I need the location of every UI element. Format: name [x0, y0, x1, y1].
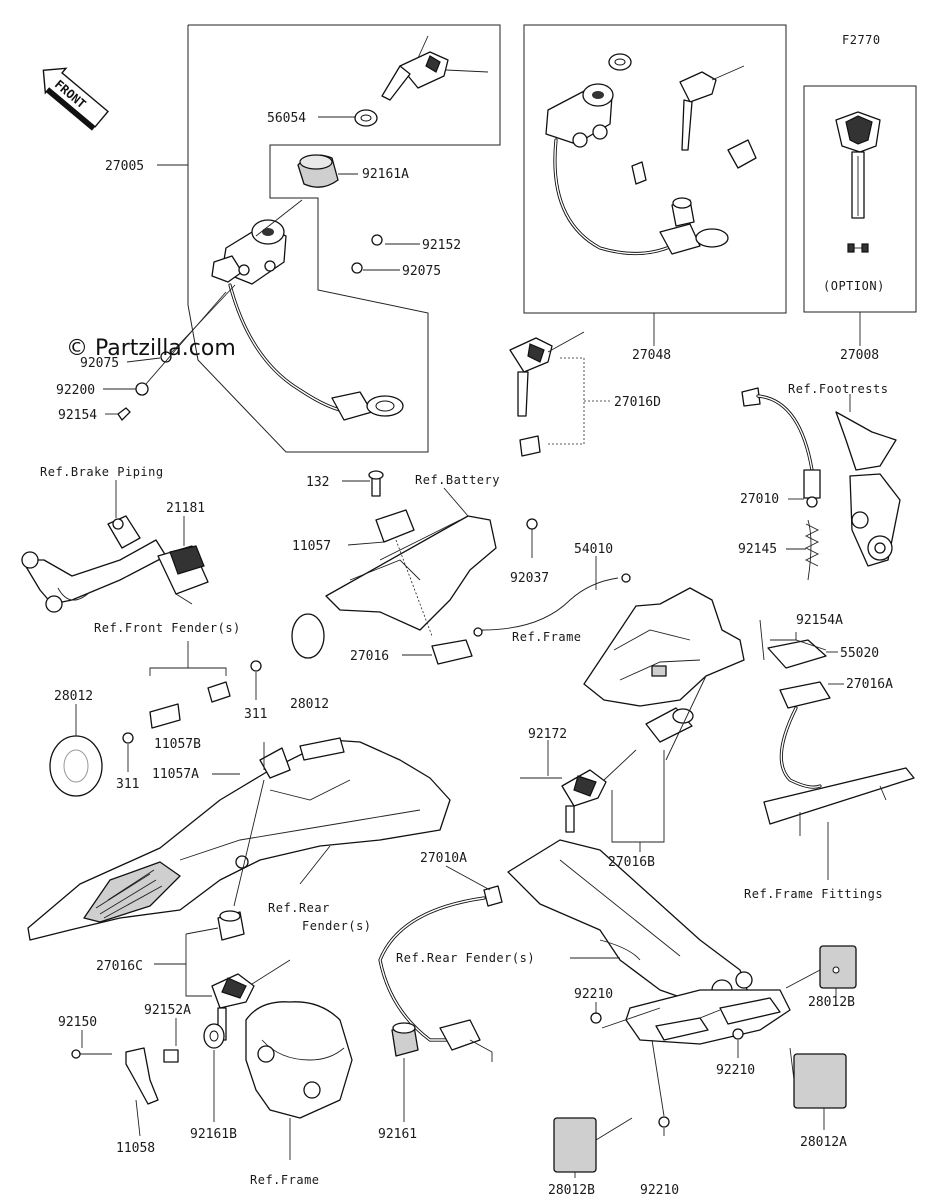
front-arrow-icon: FRONT: [42, 67, 109, 131]
ref-rear-fender-line1: Ref.Rear: [268, 901, 330, 915]
ignition-cylinder: [211, 219, 287, 285]
reflector-28012B-bottom: [553, 1117, 597, 1173]
ref-footrests: Ref.Footrests: [788, 382, 888, 396]
bracket-brake-piping: [21, 515, 167, 613]
label-28012A: 28012A: [800, 1135, 847, 1150]
nut-92152: [371, 234, 383, 246]
label-28012-left: 28012: [54, 689, 93, 704]
label-11058: 11058: [116, 1141, 155, 1156]
label-92075-lower: 92075: [80, 356, 119, 371]
label-92161B: 92161B: [190, 1127, 237, 1142]
label-92037: 92037: [510, 571, 549, 586]
label-54010: 54010: [574, 542, 613, 557]
ref-rear-fender-right: Ref.Rear Fender(s): [396, 951, 535, 965]
ref-frame-bottom: Ref.Frame: [250, 1173, 320, 1187]
ref-frame-middle: Ref.Frame: [512, 630, 582, 644]
label-92145: 92145: [738, 542, 777, 557]
label-92150: 92150: [58, 1015, 97, 1030]
label-56054: 56054: [267, 111, 306, 126]
sidestand-switch-27010: [741, 387, 901, 581]
label-92210-bottom: 92210: [640, 1183, 679, 1198]
diagram-code: F2770: [842, 33, 881, 47]
label-92172: 92172: [528, 727, 567, 742]
connector-icon: [331, 391, 404, 421]
ref-brake-piping: Ref.Brake Piping: [40, 465, 164, 479]
battery-bracket: [325, 470, 497, 637]
washer-92075: [351, 262, 363, 274]
label-21181: 21181: [166, 501, 205, 516]
ignition-switch-assembly-27048: [545, 53, 757, 256]
label-27016C: 27016C: [96, 959, 143, 974]
option-label: (OPTION): [823, 279, 885, 293]
label-92210-top: 92210: [574, 987, 613, 1002]
label-27010: 27010: [740, 492, 779, 507]
tail-bracket: [507, 839, 791, 1128]
label-92161: 92161: [378, 1127, 417, 1142]
label-92154A: 92154A: [796, 613, 843, 628]
label-28012B-top: 28012B: [808, 995, 855, 1010]
reflector-28012A: [793, 1053, 847, 1109]
label-55020: 55020: [840, 646, 879, 661]
label-27016A: 27016A: [846, 677, 893, 692]
bottom-hardware: [71, 1001, 419, 1119]
option-key-icon: [835, 111, 881, 253]
label-28012B-bottom: 28012B: [548, 1183, 595, 1198]
assembly-box-27005: [187, 24, 501, 453]
key-icon: [381, 35, 489, 101]
label-11057: 11057: [292, 539, 331, 554]
label-92161A: 92161A: [362, 167, 409, 182]
switch-27010A: [378, 885, 503, 1062]
label-11057B: 11057B: [154, 737, 201, 752]
cable-54010: [473, 556, 631, 637]
ecu-21181: [157, 545, 209, 605]
label-92200: 92200: [56, 383, 95, 398]
label-92152A: 92152A: [144, 1003, 191, 1018]
label-27016B: 27016B: [608, 855, 655, 870]
label-92210-right: 92210: [716, 1063, 755, 1078]
label-28012-right: 28012: [290, 697, 329, 712]
ref-frame-fittings: Ref.Frame Fittings: [744, 887, 883, 901]
lock-set-27016B: [520, 707, 694, 833]
frame-bracket: [583, 587, 745, 707]
label-132: 132: [306, 475, 329, 490]
label-27010A: 27010A: [420, 851, 467, 866]
label-92075-upper: 92075: [402, 264, 441, 279]
seat-lock-27016: [402, 639, 473, 665]
rear-frame: [27, 737, 451, 941]
assembly-box-27048: [523, 24, 787, 314]
label-27016D: 27016D: [614, 395, 661, 410]
ref-battery: Ref.Battery: [415, 473, 500, 487]
label-92154: 92154: [58, 408, 97, 423]
watermark: © Partzilla.com: [66, 336, 236, 361]
fender-plugs: [49, 613, 325, 797]
reflector-28012B-top: [819, 945, 857, 989]
label-27005: 27005: [105, 159, 144, 174]
key-set-27016D: [509, 331, 585, 457]
label-11057A: 11057A: [152, 767, 199, 782]
lock-55020: [759, 619, 915, 836]
ref-rear-fender-line2: Fender(s): [302, 919, 372, 933]
ignition-switch-assembly: [117, 35, 489, 421]
ref-front-fender: Ref.Front Fender(s): [94, 621, 241, 635]
label-27008: 27008: [840, 348, 879, 363]
label-311-upper: 311: [244, 707, 267, 722]
cap-92161A: [297, 154, 339, 188]
label-311-lower: 311: [116, 777, 139, 792]
label-27016: 27016: [350, 649, 389, 664]
label-92152: 92152: [422, 238, 461, 253]
label-27048: 27048: [632, 348, 671, 363]
